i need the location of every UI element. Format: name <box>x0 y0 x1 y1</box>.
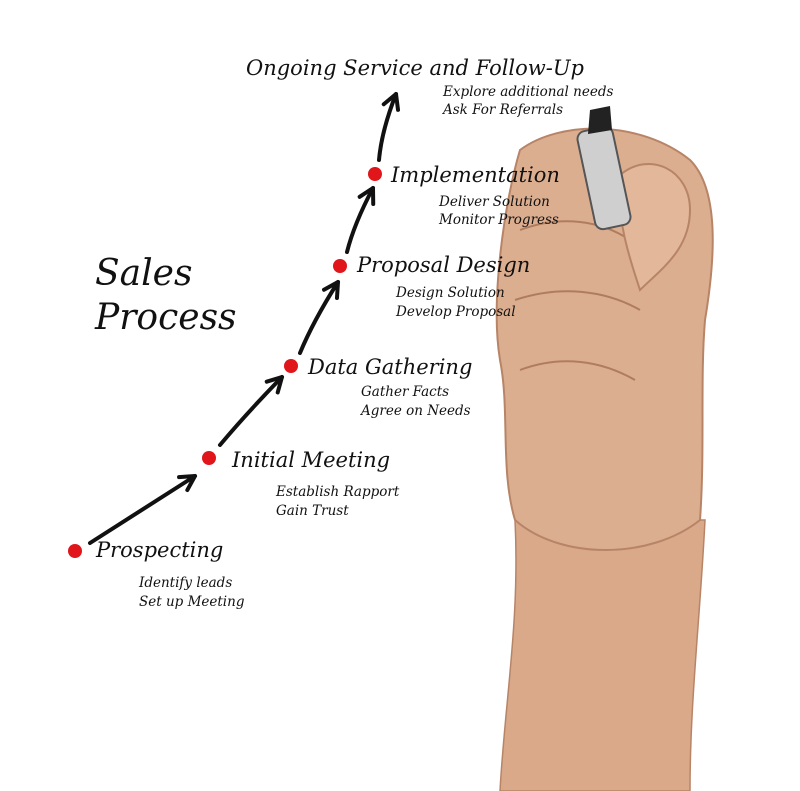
marker-icon <box>576 106 632 231</box>
step-sub-proposal-design-1: Design Solution <box>396 285 505 301</box>
step-sub-prospecting-2: Set up Meeting <box>139 594 245 610</box>
flow-arrows <box>88 92 401 545</box>
step-sub-prospecting-1: Identify leads <box>139 575 233 591</box>
title-line-1: Sales <box>95 253 193 294</box>
step-sub-proposal-design-2: Develop Proposal <box>396 304 516 320</box>
step-sub-initial-meeting-2: Gain Trust <box>276 503 349 519</box>
hand-illustration <box>495 106 714 791</box>
flow-arrow-5 <box>377 92 398 162</box>
step-dot-initial-meeting <box>202 451 216 465</box>
step-title-prospecting: Prospecting <box>96 538 224 562</box>
step-title-ongoing-service: Ongoing Service and Follow-Up <box>246 56 584 80</box>
flow-arrow-2 <box>218 375 284 447</box>
step-title-proposal-design: Proposal Design <box>357 253 531 277</box>
arrow-head-icon <box>177 474 197 493</box>
step-sub-ongoing-service-2: Ask For Referrals <box>443 102 563 118</box>
step-dot-proposal-design <box>333 259 347 273</box>
step-sub-implementation-2: Monitor Progress <box>439 212 559 228</box>
step-dot-prospecting <box>68 544 82 558</box>
flow-arrow-3 <box>298 280 340 355</box>
diagram-title: Sales Process <box>95 252 237 340</box>
arrow-head-icon <box>322 280 340 300</box>
step-title-implementation: Implementation <box>391 163 560 187</box>
arrow-head-icon <box>357 186 376 206</box>
step-sub-data-gathering-2: Agree on Needs <box>361 403 471 419</box>
flow-arrow-4 <box>345 186 375 254</box>
arrow-head-icon <box>264 375 284 395</box>
step-sub-initial-meeting-1: Establish Rapport <box>276 484 400 500</box>
step-dot-implementation <box>368 167 382 181</box>
step-dot-data-gathering <box>284 359 298 373</box>
step-sub-ongoing-service-1: Explore additional needs <box>443 84 614 100</box>
step-title-initial-meeting: Initial Meeting <box>232 448 391 472</box>
arrow-head-icon <box>381 92 401 112</box>
step-sub-implementation-1: Deliver Solution <box>439 194 550 210</box>
step-title-data-gathering: Data Gathering <box>308 355 473 379</box>
flow-arrow-1 <box>88 474 197 545</box>
step-sub-data-gathering-1: Gather Facts <box>361 384 450 400</box>
title-line-2: Process <box>95 297 237 338</box>
